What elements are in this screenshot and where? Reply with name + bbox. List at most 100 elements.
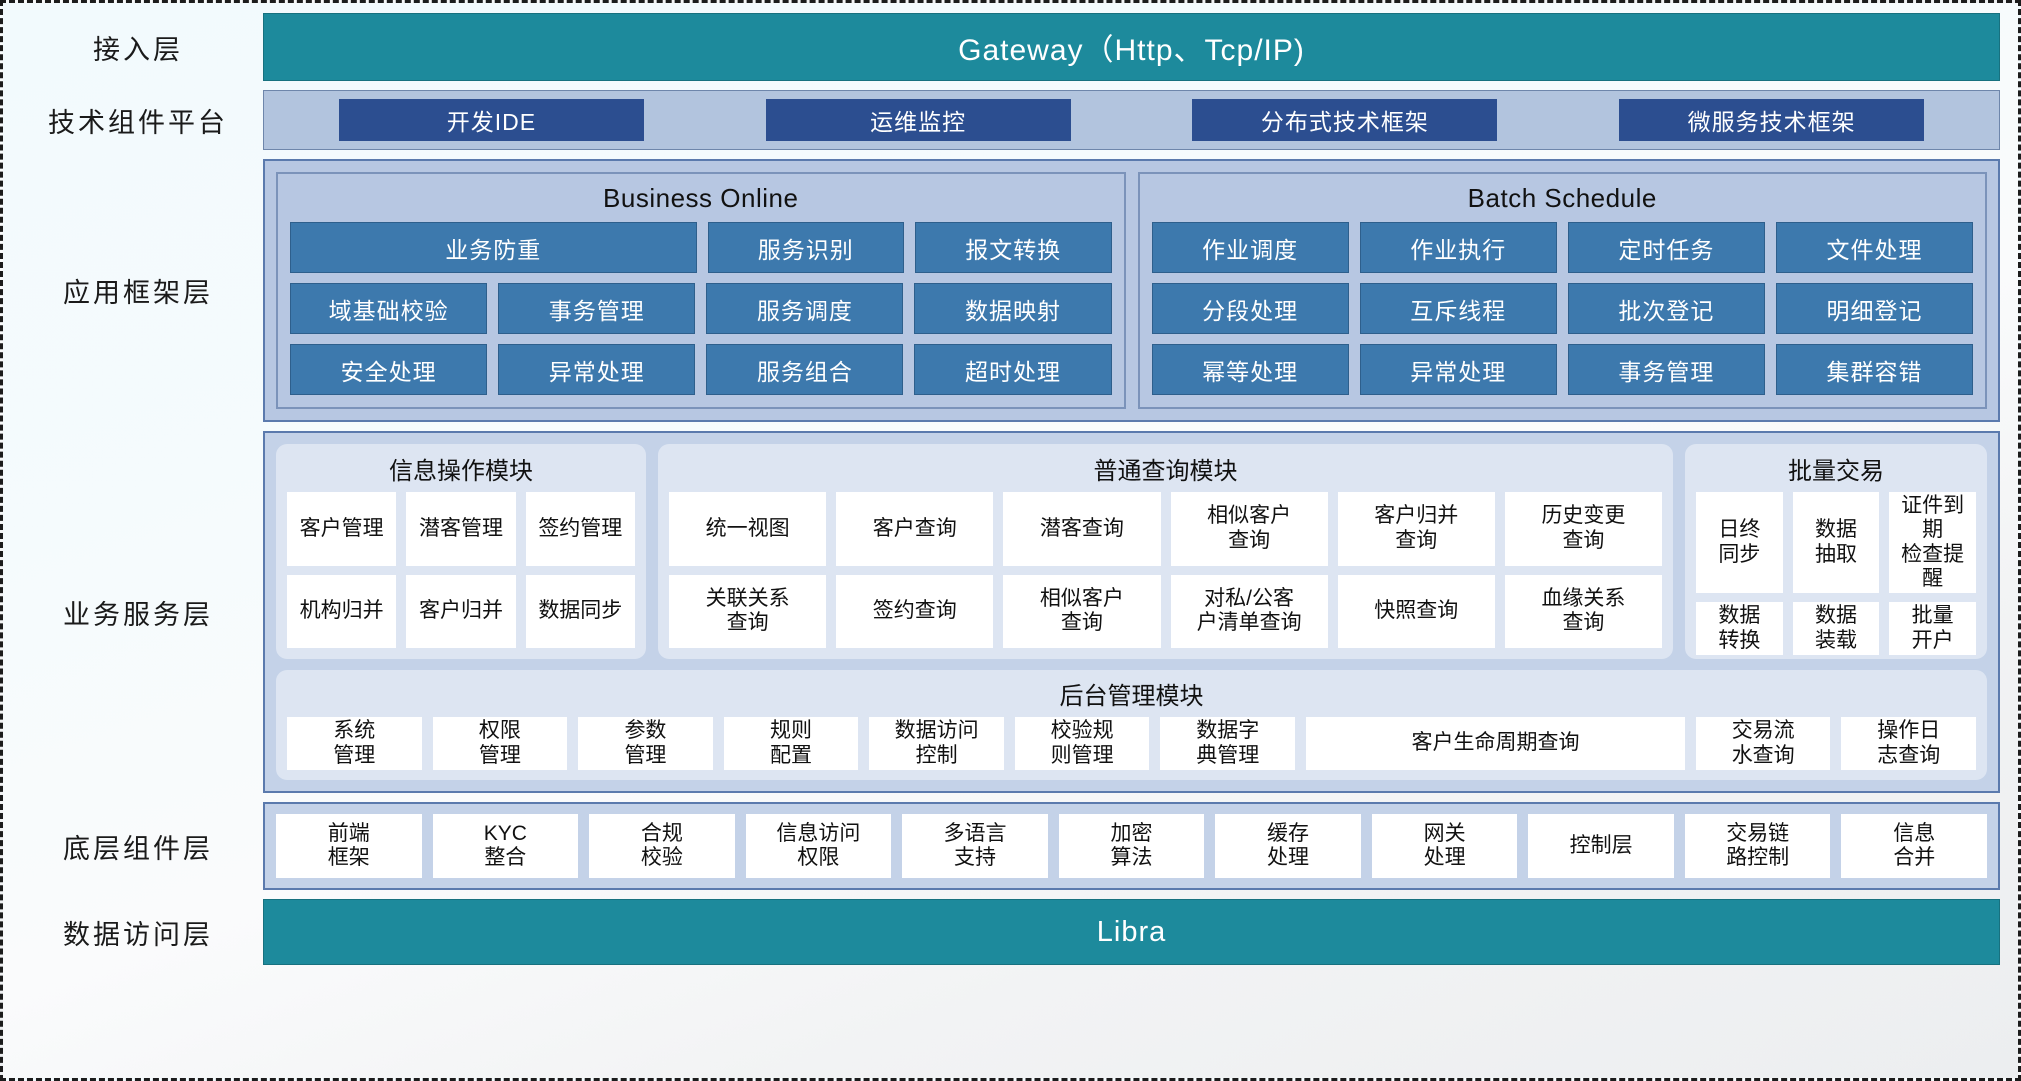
svc-group-title-info-operation: 信息操作模块 [389, 458, 533, 485]
app-cell[interactable]: 服务调度 [706, 283, 904, 334]
app-cell[interactable]: 服务组合 [706, 344, 904, 395]
svc-cell[interactable]: 参数 管理 [578, 717, 713, 770]
libra-bar[interactable]: Libra [263, 899, 2000, 965]
svc-cell[interactable]: 日终 同步 [1696, 492, 1783, 594]
svc-cell[interactable]: 校验规 则管理 [1014, 717, 1150, 770]
data-access-body: Libra [263, 899, 2000, 965]
svc-cell[interactable]: 交易流 水查询 [1695, 717, 1831, 770]
layer-row-access: 接入层 Gateway（Http、Tcp/IP) [13, 13, 2000, 81]
comp-cell[interactable]: KYC 整合 [432, 814, 579, 878]
app-row: 安全处理 异常处理 服务组合 超时处理 [290, 344, 1112, 395]
tech-chip-ide[interactable]: 开发IDE [338, 99, 644, 141]
app-cell[interactable]: 异常处理 [1359, 344, 1557, 395]
svc-cell[interactable]: 数据访问 控制 [869, 717, 1004, 770]
svc-grid-batch-transaction: 日终 同步 数据 抽取 证件到期 检查提醒 数据 转换 数据 装载 批量 开户 [1696, 492, 1977, 656]
svc-cell[interactable]: 对私/公客 户清单查询 [1170, 574, 1328, 648]
svc-cell[interactable]: 操作日 志查询 [1841, 717, 1977, 770]
app-cell[interactable]: 异常处理 [498, 344, 696, 395]
svc-cell[interactable]: 相似客户 查询 [1003, 574, 1161, 648]
layer-row-business-service: 业务服务层 信息操作模块 客户管理 潜客管理 签约管理 [13, 431, 2000, 793]
svc-cell[interactable]: 数据字 典管理 [1160, 717, 1296, 770]
app-framework-body: Business Online 业务防重 服务识别 报文转换 域基础校验 事务管… [263, 159, 2000, 422]
app-group-title-business-online: Business Online [603, 183, 799, 213]
svc-cell[interactable]: 关联关系 查询 [669, 574, 827, 648]
svc-row-backend: 系统 管理 权限 管理 参数 管理 规则 配置 数据访问 控制 校验规 则管理 … [287, 717, 1977, 770]
svc-grid-info-operation: 客户管理 潜客管理 签约管理 机构归并 客户归并 数据同步 [287, 492, 635, 648]
app-row: 幂等处理 异常处理 事务管理 集群容错 [1151, 344, 1973, 395]
app-cell[interactable]: 超时处理 [914, 344, 1112, 395]
layer-label-data-access: 数据访问层 [63, 919, 213, 950]
svc-row: 统一视图 客户查询 潜客查询 相似客户 查询 客户归并 查询 历史变更 查询 [669, 492, 1663, 566]
svc-cell[interactable]: 数据同步 [525, 574, 635, 648]
svc-cell[interactable]: 相似客户 查询 [1170, 492, 1328, 566]
comp-cell[interactable]: 信息访问 权限 [745, 814, 892, 878]
tech-platform-body: 开发IDE 运维监控 分布式技术框架 微服务技术框架 [263, 90, 2000, 150]
comp-cell[interactable]: 合规 校验 [589, 814, 735, 878]
tech-platform-panel: 开发IDE 运维监控 分布式技术框架 微服务技术框架 [263, 90, 2000, 150]
svc-group-batch-transaction: 批量交易 日终 同步 数据 抽取 证件到期 检查提醒 数据 转换 数据 装载 批… [1685, 444, 1987, 659]
app-row: 域基础校验 事务管理 服务调度 数据映射 [290, 283, 1112, 334]
comp-cell[interactable]: 控制层 [1528, 814, 1674, 878]
svc-cell[interactable]: 客户归并 查询 [1337, 492, 1495, 566]
layer-label-access: 接入层 [93, 34, 183, 65]
app-cell[interactable]: 事务管理 [498, 283, 696, 334]
svc-cell[interactable]: 数据 转换 [1696, 602, 1783, 656]
svc-cell[interactable]: 客户生命周期查询 [1306, 717, 1685, 770]
app-cell[interactable]: 定时任务 [1567, 222, 1765, 273]
svc-cell[interactable]: 机构归并 [287, 574, 397, 648]
svc-group-title-backend-management: 后台管理模块 [1059, 683, 1204, 710]
svc-cell[interactable]: 批量 开户 [1889, 602, 1977, 656]
svc-cell[interactable]: 潜客管理 [406, 492, 516, 566]
layer-label-business-service: 业务服务层 [63, 599, 213, 630]
svc-cell[interactable]: 客户查询 [836, 492, 994, 566]
comp-cell[interactable]: 网关 处理 [1371, 814, 1518, 878]
comp-cell[interactable]: 多语言 支持 [902, 814, 1048, 878]
app-cell[interactable]: 幂等处理 [1151, 344, 1349, 395]
app-cell[interactable]: 数据映射 [914, 283, 1112, 334]
app-cell[interactable]: 作业执行 [1359, 222, 1557, 273]
svc-cell[interactable]: 血缘关系 查询 [1504, 574, 1663, 648]
svc-cell[interactable]: 数据 抽取 [1792, 492, 1880, 594]
tech-chip-microservice[interactable]: 微服务技术框架 [1619, 99, 1925, 141]
svc-cell[interactable]: 证件到期 检查提醒 [1889, 492, 1977, 594]
svc-cell[interactable]: 客户管理 [287, 492, 397, 566]
svc-cell[interactable]: 历史变更 查询 [1504, 492, 1663, 566]
app-cell[interactable]: 事务管理 [1567, 344, 1765, 395]
comp-cell[interactable]: 加密 算法 [1058, 814, 1205, 878]
app-cell[interactable]: 互斥线程 [1359, 283, 1557, 334]
app-cell[interactable]: 安全处理 [290, 344, 488, 395]
svc-cell[interactable]: 数据 装载 [1792, 602, 1880, 656]
comp-cell[interactable]: 信息 合并 [1841, 814, 1988, 878]
svc-group-common-query: 普通查询模块 统一视图 客户查询 潜客查询 相似客户 查询 客户归并 查询 历史… [658, 444, 1673, 659]
app-row: 分段处理 互斥线程 批次登记 明细登记 [1151, 283, 1973, 334]
svc-cell[interactable]: 签约查询 [836, 574, 994, 648]
comp-cell[interactable]: 交易链 路控制 [1684, 814, 1831, 878]
app-cell[interactable]: 域基础校验 [290, 283, 488, 334]
component-layer-panel: 前端 框架 KYC 整合 合规 校验 信息访问 权限 多语言 支持 加密 算法 … [263, 802, 2000, 890]
svc-cell[interactable]: 签约管理 [525, 492, 635, 566]
app-cell[interactable]: 报文转换 [915, 222, 1112, 273]
svc-cell[interactable]: 系统 管理 [287, 717, 422, 770]
app-cell[interactable]: 服务识别 [707, 222, 905, 273]
tech-chip-ops-monitor[interactable]: 运维监控 [765, 99, 1071, 141]
svc-cell[interactable]: 快照查询 [1337, 574, 1495, 648]
app-cell[interactable]: 批次登记 [1567, 283, 1765, 334]
svc-cell[interactable]: 统一视图 [669, 492, 827, 566]
svc-cell[interactable]: 潜客查询 [1003, 492, 1161, 566]
svc-row: 机构归并 客户归并 数据同步 [287, 574, 635, 648]
app-cell[interactable]: 分段处理 [1151, 283, 1349, 334]
svc-row: 关联关系 查询 签约查询 相似客户 查询 对私/公客 户清单查询 快照查询 血缘… [669, 574, 1663, 648]
svc-cell[interactable]: 权限 管理 [432, 717, 568, 770]
tech-chip-distributed[interactable]: 分布式技术框架 [1192, 99, 1498, 141]
comp-cell[interactable]: 缓存 处理 [1215, 814, 1361, 878]
app-cell[interactable]: 作业调度 [1151, 222, 1349, 273]
app-cell[interactable]: 文件处理 [1775, 222, 1973, 273]
business-service-panel: 信息操作模块 客户管理 潜客管理 签约管理 机构归并 客户归并 数据同步 [263, 431, 2000, 793]
app-cell[interactable]: 业务防重 [290, 222, 697, 273]
app-cell[interactable]: 集群容错 [1775, 344, 1973, 395]
svc-cell[interactable]: 客户归并 [406, 574, 516, 648]
app-cell[interactable]: 明细登记 [1775, 283, 1973, 334]
gateway-bar[interactable]: Gateway（Http、Tcp/IP) [263, 13, 2000, 81]
svc-cell[interactable]: 规则 配置 [723, 717, 859, 770]
comp-cell[interactable]: 前端 框架 [276, 814, 422, 878]
